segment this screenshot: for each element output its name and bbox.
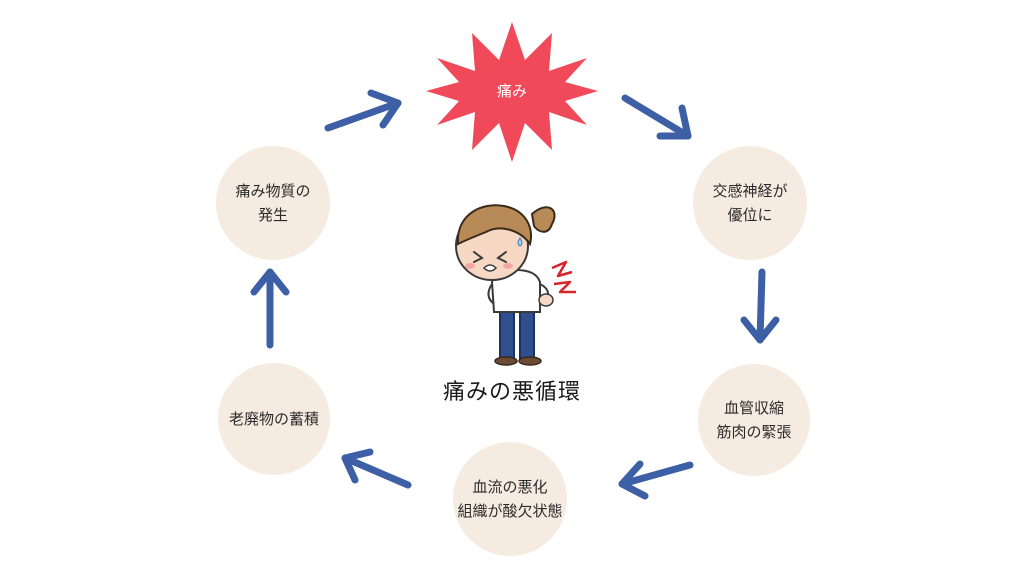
diagram-title: 痛みの悪循環	[442, 380, 581, 405]
node-pain-substance: 痛み物質の 発生	[216, 146, 330, 260]
node-vasoconstriction: 血管収縮 筋肉の緊張	[698, 364, 810, 476]
arrow-sympathetic-to-vasoconstriction	[740, 268, 780, 344]
arrow-bloodflow-to-waste	[341, 448, 412, 489]
arrow-vasoconstriction-to-bloodflow	[618, 460, 694, 500]
node-text-line: 血流の悪化	[472, 478, 548, 496]
woman-back-pain-illustration	[455, 204, 576, 366]
node-text-line: 優位に	[727, 206, 773, 224]
arrow-waste-to-substance	[250, 268, 290, 349]
node-text-line: 筋肉の緊張	[716, 423, 792, 441]
lightning-icon	[551, 260, 576, 294]
node-waste-accumulation: 老廃物の蓄積	[218, 363, 330, 475]
node-blood-flow-worsening: 血流の悪化 組織が酸欠状態	[453, 442, 567, 556]
node-text-line: 血管収縮	[723, 399, 784, 417]
node-sympathetic-dominant: 交感神経が 優位に	[693, 146, 807, 260]
node-text-line: 組織が酸欠状態	[457, 502, 563, 520]
node-text-line: 発生	[257, 206, 288, 224]
node-text-line: 老廃物の蓄積	[228, 410, 319, 428]
arrow-substance-to-pain	[324, 89, 402, 132]
node-text-line: 痛み物質の	[235, 182, 311, 200]
pain-label: 痛み	[496, 82, 527, 100]
pain-burst-icon	[426, 22, 598, 162]
node-text-line: 交感神経が	[712, 182, 788, 200]
arrow-pain-to-sympathetic	[621, 94, 692, 140]
